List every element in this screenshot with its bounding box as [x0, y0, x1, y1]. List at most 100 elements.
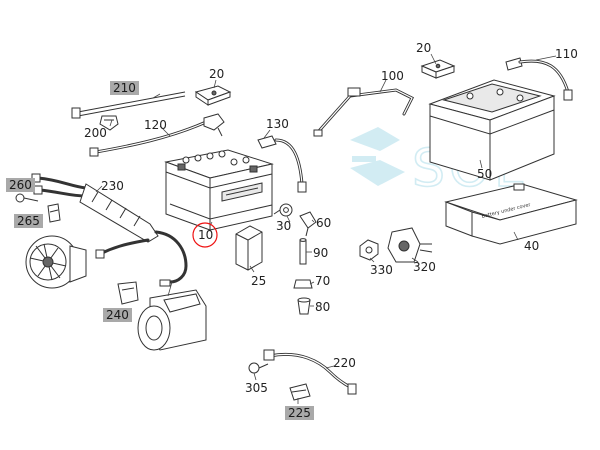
part-90-post[interactable] [299, 238, 307, 265]
part-305-bolt[interactable] [248, 362, 269, 374]
leader-330 [369, 257, 375, 263]
cable-120-terminal [203, 113, 225, 131]
part-110-cable[interactable] [505, 57, 573, 101]
label-130[interactable]: 130 [266, 117, 289, 131]
battery-10-base-line [169, 203, 273, 220]
part-20-bracket-left[interactable] [194, 85, 232, 106]
part-50-battery[interactable] [428, 79, 556, 181]
battery-10-terminal-neg [177, 163, 186, 171]
part-100-cable[interactable] [313, 87, 415, 137]
part-320-terminal-block[interactable] [387, 227, 433, 263]
clamp-30-tab [273, 209, 281, 215]
part-225-clamp[interactable] [289, 383, 311, 401]
cable-120-wire-core [95, 121, 207, 153]
label-100[interactable]: 100 [381, 69, 404, 83]
part-70-nut[interactable] [293, 279, 313, 289]
alternator[interactable] [25, 235, 87, 289]
cable-tie-head [71, 107, 81, 119]
starter-motor[interactable] [137, 279, 207, 351]
watermark-mark-top [350, 127, 400, 151]
harness-230-lead-a [36, 176, 88, 190]
label-20-left[interactable]: 20 [209, 67, 225, 81]
label-60[interactable]: 60 [316, 216, 332, 230]
part-20-bracket-right[interactable] [420, 59, 456, 79]
part-230-harness[interactable] [31, 173, 188, 284]
battery-50-top-panel [442, 83, 542, 113]
label-20-right[interactable]: 20 [416, 41, 432, 55]
leader-40 [513, 231, 519, 241]
label-30[interactable]: 30 [276, 219, 292, 233]
part-130-cable[interactable] [257, 135, 307, 193]
cover-25-edges [235, 231, 263, 270]
label-80[interactable]: 80 [315, 300, 331, 314]
part-30-clamp[interactable] [273, 203, 293, 217]
bracket-20b-hole [435, 63, 441, 69]
label-210[interactable]: 210 [110, 81, 139, 95]
label-110[interactable]: 110 [555, 47, 578, 61]
watermark-mark-bottom [350, 160, 405, 186]
label-260[interactable]: 260 [6, 178, 35, 192]
battery-10-terminal-pos [249, 165, 258, 173]
label-225[interactable]: 225 [285, 406, 314, 420]
part-25-cover[interactable] [235, 225, 263, 271]
part-220-earth-strap[interactable] [263, 349, 357, 395]
leader-70 [309, 281, 315, 285]
alternator-pulley [42, 256, 54, 268]
battery-50-lid-line [429, 109, 555, 135]
battery-50-cap-2 [496, 88, 504, 96]
cable-130-terminal [257, 135, 277, 149]
cable-tie-strap-edge [77, 95, 186, 117]
bolt-260-head [15, 193, 25, 203]
label-305[interactable]: 305 [245, 381, 268, 395]
bolt-305-head [248, 362, 260, 374]
terminal-60-pin [305, 227, 309, 237]
label-220[interactable]: 220 [333, 356, 356, 370]
label-200[interactable]: 200 [84, 126, 107, 140]
part-265-bracket[interactable] [47, 203, 61, 223]
label-50[interactable]: 50 [477, 167, 493, 181]
cable-110-wire-core [519, 60, 569, 93]
leader-50 [479, 159, 483, 169]
part-60-terminal[interactable] [299, 211, 317, 237]
cover-25-body [235, 225, 263, 271]
leader-100 [379, 79, 387, 93]
label-320[interactable]: 320 [413, 260, 436, 274]
label-240[interactable]: 240 [103, 308, 132, 322]
leader-20a [213, 79, 217, 89]
part-200-clip[interactable] [99, 115, 119, 131]
part-10-battery[interactable] [164, 149, 274, 231]
label-120[interactable]: 120 [144, 118, 167, 132]
part-120-cable[interactable] [89, 113, 225, 157]
label-230[interactable]: 230 [101, 179, 124, 193]
leader-200 [109, 119, 113, 127]
label-330[interactable]: 330 [370, 263, 393, 277]
label-90[interactable]: 90 [313, 246, 329, 260]
battery-10-cap-1 [182, 156, 190, 164]
bracket-20b-front [435, 65, 455, 79]
part-80-cap[interactable] [297, 297, 311, 315]
battery-50-front [489, 95, 555, 181]
cover-40-front-face [471, 199, 577, 245]
part-260-bolt[interactable] [15, 193, 39, 203]
battery-50-cap-1 [466, 92, 474, 100]
label-10[interactable]: 10 [198, 228, 214, 242]
cable-tie-strap [77, 91, 186, 113]
label-40[interactable]: 40 [524, 239, 540, 253]
cable-120-terminal-tip [217, 127, 223, 137]
alternator-rear [69, 245, 87, 283]
battery-10-cap-2 [194, 154, 202, 162]
cap-80-top [297, 297, 311, 303]
cable-120-end [89, 147, 99, 157]
harness-230-end-c [95, 249, 105, 259]
part-240-bracket[interactable] [117, 281, 139, 305]
label-25[interactable]: 25 [251, 274, 267, 288]
part-210-cable-tie[interactable] [71, 91, 186, 119]
leader-230 [95, 185, 103, 193]
cable-130-end [297, 181, 307, 193]
label-265[interactable]: 265 [14, 214, 43, 228]
label-70[interactable]: 70 [315, 274, 331, 288]
part-330-nut[interactable] [359, 239, 379, 261]
battery-10-cap-5 [230, 158, 238, 166]
part-40-battery-cover[interactable]: Battery under cover [444, 183, 578, 245]
